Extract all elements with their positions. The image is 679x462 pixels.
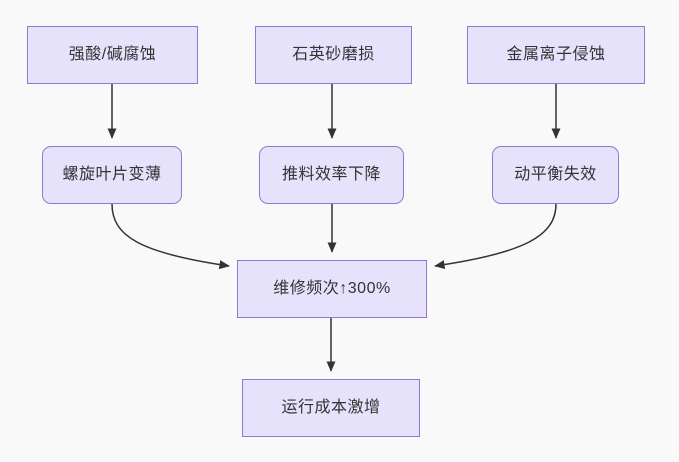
- node-operating-cost-surge[interactable]: 运行成本激增: [242, 379, 420, 437]
- node-label: 维修频次↑300%: [273, 280, 391, 298]
- node-metal-ion-erosion[interactable]: 金属离子侵蚀: [467, 26, 645, 84]
- node-label: 强酸/碱腐蚀: [68, 46, 157, 64]
- node-screw-blade-thinning[interactable]: 螺旋叶片变薄: [42, 146, 182, 204]
- node-label: 动平衡失效: [514, 166, 597, 184]
- node-label: 推料效率下降: [281, 166, 381, 184]
- node-quartz-sand-abrasion[interactable]: 石英砂磨损: [255, 26, 412, 84]
- node-strong-acid-alkali-corrosion[interactable]: 强酸/碱腐蚀: [27, 26, 198, 84]
- node-maintenance-frequency-increase[interactable]: 维修频次↑300%: [237, 260, 427, 318]
- node-feeding-efficiency-drop[interactable]: 推料效率下降: [259, 146, 404, 204]
- node-label: 石英砂磨损: [292, 46, 375, 64]
- node-dynamic-balance-failure[interactable]: 动平衡失效: [492, 146, 619, 204]
- node-label: 运行成本激增: [281, 399, 381, 417]
- node-label: 螺旋叶片变薄: [62, 166, 162, 184]
- edge-n6-n7: [434, 203, 557, 270]
- edge-n4-n7: [111, 203, 230, 270]
- node-label: 金属离子侵蚀: [506, 46, 606, 64]
